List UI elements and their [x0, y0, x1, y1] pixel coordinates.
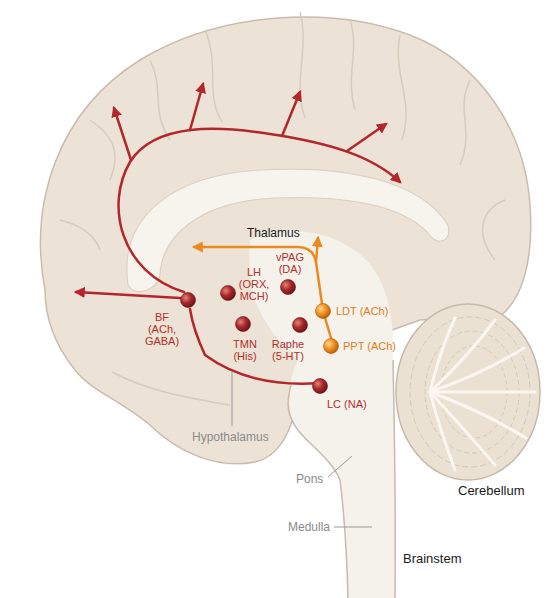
sulcus: [300, 12, 305, 118]
structure-label: Hypothalamus: [192, 430, 269, 444]
structure-label: Cerebellum: [458, 484, 524, 498]
nucleus: TMN (His): [231, 316, 259, 362]
sulcus: [483, 200, 505, 260]
leader-line: [334, 527, 372, 528]
nucleus-label: TMN (His): [231, 338, 259, 362]
pathway-arrow: [316, 238, 318, 262]
nucleus-label: vPAG (DA): [274, 251, 306, 275]
nucleus-dot: [281, 280, 296, 295]
arbor-branch: [430, 391, 535, 394]
nucleus-dot: [316, 304, 331, 319]
nucleus: LDT (ACh): [315, 303, 388, 319]
leader-line: [232, 372, 233, 426]
arbor-branch: [430, 392, 455, 470]
nucleus-label: LC (NA): [327, 398, 367, 410]
pathway-arrow: [76, 292, 180, 298]
brainstem: [249, 231, 395, 598]
sulcus: [90, 120, 115, 180]
nucleus-dot: [180, 292, 196, 308]
pathway-arrow: [347, 124, 386, 151]
nucleus-dot: [280, 279, 296, 295]
nucleus-dot: [312, 378, 328, 394]
cholinergic-pathway: [194, 238, 331, 338]
corpus-callosum: [127, 169, 449, 291]
leader-lines: [232, 372, 372, 527]
sulcus: [60, 220, 100, 250]
arbor-vitae: [430, 318, 535, 470]
structure-label: Pons: [296, 472, 323, 486]
pathway-line: [190, 309, 320, 384]
nucleus-dot: [323, 338, 339, 354]
nucleus-dot: [313, 379, 328, 394]
sulcus: [205, 30, 222, 122]
brainstem-edge: [288, 385, 348, 598]
nucleus-dot: [220, 285, 236, 301]
pathway-arrow: [194, 247, 331, 338]
structure-label: Brainstem: [403, 552, 462, 566]
nucleus-dot: [324, 339, 339, 354]
sulcus: [398, 35, 406, 140]
nucleus: Raphe (5-HT): [270, 317, 308, 362]
nucleus-label: LDT (ACh): [336, 305, 388, 317]
sulcus: [460, 80, 470, 165]
leader-line: [328, 456, 352, 477]
nucleus-dot: [292, 317, 308, 333]
structure-label: Thalamus: [247, 226, 300, 240]
nucleus: PPT (ACh): [323, 338, 396, 354]
structure-label: Medulla: [288, 520, 330, 534]
nucleus-dot: [315, 303, 331, 319]
arousal-pathway: [76, 84, 400, 384]
nucleus: LC (NA): [312, 378, 367, 410]
brainstem-edge: [393, 360, 395, 598]
pathway-arrow: [190, 84, 203, 130]
arbor-branch: [430, 348, 524, 392]
cerebellum: [396, 304, 540, 480]
nucleus-label: Raphe (5-HT): [270, 338, 306, 362]
nucleus-dot: [293, 318, 308, 333]
nucleus-label: PPT (ACh): [343, 340, 396, 352]
nucleus: vPAG (DA): [274, 251, 306, 295]
nucleus: BF (ACh, GABA): [144, 292, 197, 347]
nucleus-label: BF (ACh, GABA): [144, 311, 181, 347]
sulcus: [150, 60, 170, 140]
arbor-branch: [430, 392, 526, 438]
nucleus-dot: [236, 317, 251, 332]
nucleus-label: LH (ORX, MCH): [237, 266, 271, 302]
pathway-arrow: [282, 92, 300, 136]
sulcus: [112, 372, 230, 405]
nucleus-dot: [181, 293, 196, 308]
nucleus-dot: [235, 316, 251, 332]
sulcus: [350, 20, 355, 110]
nucleus-dot: [221, 286, 236, 301]
nucleus: LH (ORX, MCH): [220, 266, 271, 302]
pathway-arrow: [114, 108, 131, 160]
